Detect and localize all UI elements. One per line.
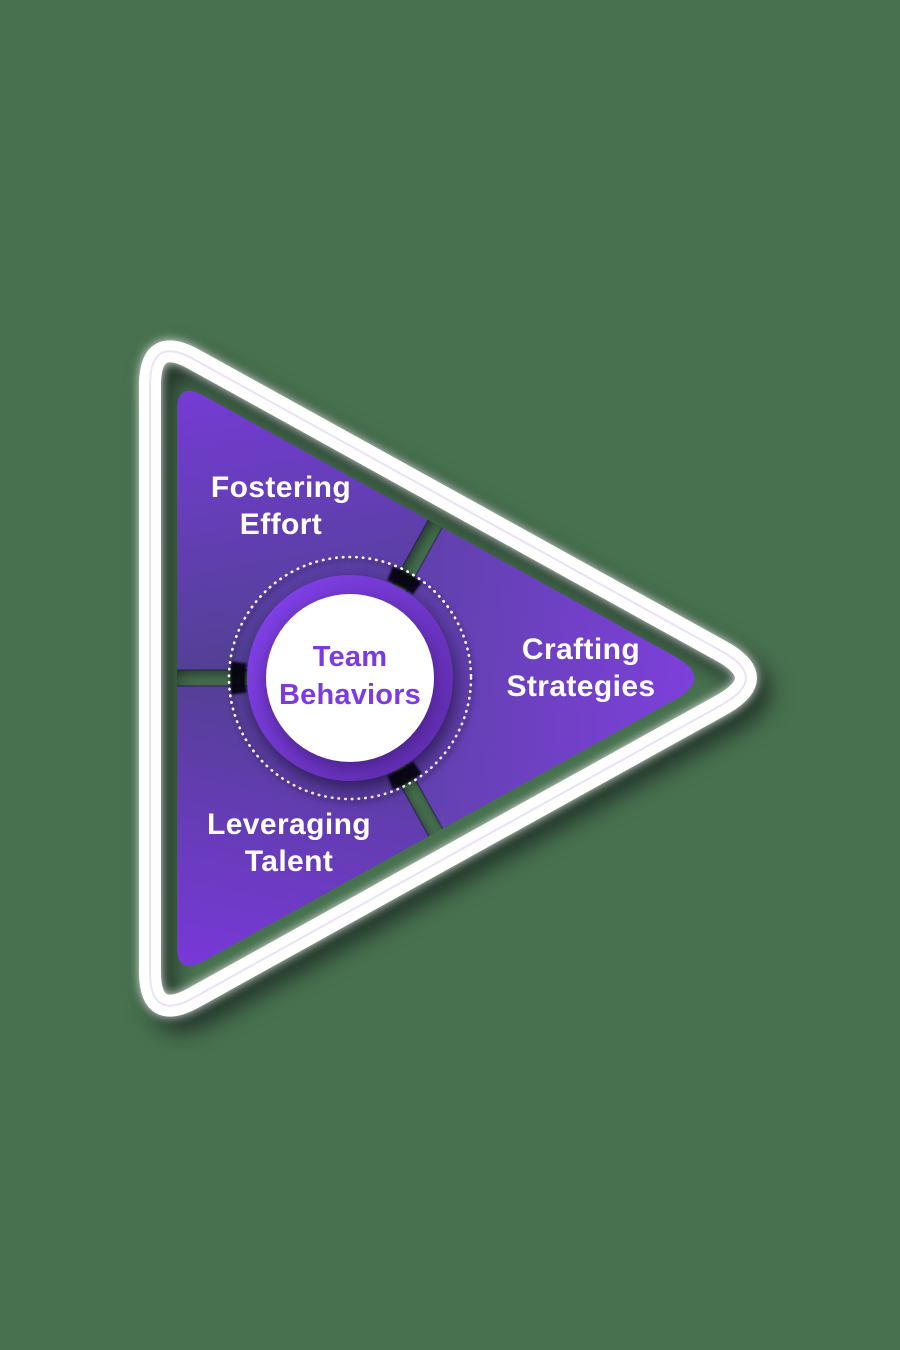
section-label-leveraging-talent: Leveraging Talent [206,808,372,878]
section-label-crafting-strategies: Crafting Strategies [506,633,656,703]
triangle-outline-accent-line [149,350,747,1007]
shadow-notch-bottom [387,761,422,790]
shadow-notch-top [387,566,422,595]
shadow-notch-left [230,661,247,695]
center-label: Team Behaviors [278,641,422,711]
dotted-ring [227,555,473,801]
center-circle [266,594,434,762]
section-label-fostering-effort: Fostering Effort [210,471,352,541]
